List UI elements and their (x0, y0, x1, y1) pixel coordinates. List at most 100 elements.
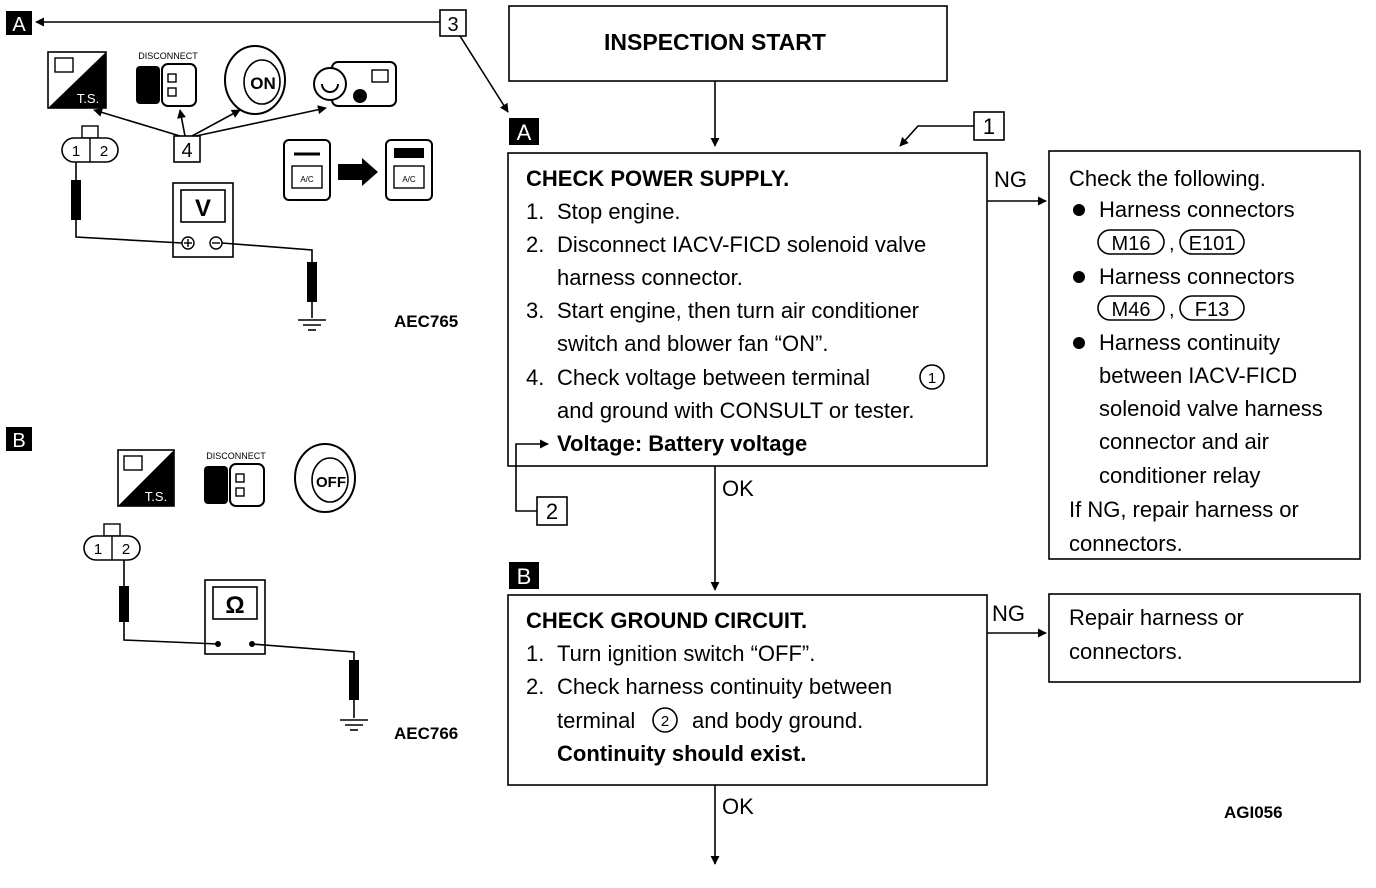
ignition-on-icon: ON (224, 45, 286, 115)
connector-separator: , (1169, 233, 1175, 255)
connector-badge-f13 (1179, 295, 1245, 321)
key-off-label: OFF (316, 474, 346, 491)
ng-b-line-2: connectors. (1069, 639, 1183, 664)
connector-m46-label: M46 (1112, 299, 1151, 321)
key-on-label: ON (250, 74, 276, 93)
ng-a-bullet-1-text: Harness connectors (1099, 197, 1295, 222)
step-a-item-3-num: 3. (526, 298, 544, 323)
callout-4: 4 (93, 105, 327, 163)
ohmmeter-icon: Ω (204, 579, 266, 655)
step-a-item-1-num: 1. (526, 199, 544, 224)
connector-a-pin-2: 2 (100, 143, 108, 160)
ng-b-box: Repair harness or connectors. (1048, 593, 1361, 683)
callout-3-label: 3 (447, 14, 458, 36)
harness-connector-b: 1 2 (83, 523, 141, 561)
step-b-item-2-line-2a: terminal (557, 708, 635, 733)
terminal-1-circle (919, 364, 945, 390)
ground-symbol-b (340, 719, 368, 731)
ng-a-footer-line-2: connectors. (1069, 531, 1183, 556)
ng-a-box: Check the following. Harness connectors … (1048, 150, 1361, 560)
ng-a-footer-line-1: If NG, repair harness or (1069, 497, 1299, 522)
step-b-box: CHECK GROUND CIRCUIT. 1. Turn ignition s… (507, 594, 988, 786)
connector-badge-e101 (1179, 229, 1245, 255)
connector-separator: , (1169, 299, 1175, 321)
diagram-b-tag: B (6, 427, 32, 452)
step-b-item-2-line-1: Check harness continuity between (557, 674, 892, 699)
step-b-title: CHECK GROUND CIRCUIT. (526, 608, 807, 633)
step-a-item-4-line-1: Check voltage between terminal (557, 365, 870, 390)
ac-transition-arrow-icon (338, 158, 378, 186)
connector-m16-label: M16 (1112, 233, 1151, 255)
ground-symbol-a (298, 319, 326, 331)
step-a-ok-label: OK (722, 476, 754, 501)
disconnect-icon-b: DISCONNECT (204, 451, 266, 507)
callout-4-leader-4 (195, 105, 327, 137)
step-a-spec: Voltage: Battery voltage (557, 431, 807, 456)
step-b-ng-label: NG (992, 601, 1025, 626)
connector-badge-m46 (1097, 295, 1165, 321)
step-a-item-2-num: 2. (526, 232, 544, 257)
step-b-spec: Continuity should exist. (557, 741, 806, 766)
callout-3: 3 (35, 9, 509, 113)
connector-badge-m16 (1097, 229, 1165, 255)
step-a-item-4-num: 4. (526, 365, 544, 390)
ng-a-bullet-3-line-2: between IACV-FICD (1099, 363, 1297, 388)
consult-tester-icon: T.S. (47, 51, 107, 109)
diagram-a-tag: A (6, 11, 32, 36)
callout-4-leader-3 (191, 109, 241, 137)
ac-switch-off-icon: A/C (283, 139, 331, 201)
ng-a-bullet-3-line-3: solenoid valve harness (1099, 396, 1323, 421)
callout-3-leader-right (459, 35, 509, 113)
ts-label-b: T.S. (145, 489, 167, 504)
ohmmeter-label: Ω (225, 592, 244, 619)
step-a-item-1-text: Stop engine. (557, 199, 681, 224)
callout-4-leader-2 (177, 109, 186, 137)
diagram-a-code: AEC765 (394, 312, 458, 331)
ng-a-bullet-1-dot (1073, 204, 1085, 216)
step-a-item-3-line-2: switch and blower fan “ON”. (557, 331, 828, 356)
ng-a-bullet-3-line-1: Harness continuity (1099, 330, 1280, 355)
probe-wiring-a (71, 162, 317, 318)
step-b-item-2-line-2b: and body ground. (692, 708, 863, 733)
callout-2-label: 2 (546, 499, 558, 524)
ng-a-bullet-2-dot (1073, 271, 1085, 283)
diagram-a-tag-label: A (12, 14, 26, 36)
callout-2: 2 (515, 439, 568, 526)
ng-a-bullet-3-dot (1073, 337, 1085, 349)
disconnect-label-a: DISCONNECT (138, 51, 198, 61)
step-a-box: CHECK POWER SUPPLY. 1. Stop engine. 2. D… (507, 152, 988, 467)
ng-a-bullet-3-line-5: conditioner relay (1099, 463, 1260, 488)
step-b-ok-label: OK (722, 794, 754, 819)
step-a-item-2-line-2: harness connector. (557, 265, 743, 290)
connector-a-pin-1: 1 (72, 143, 80, 160)
callout-1: 1 (899, 111, 1005, 147)
terminal-2-circle (652, 707, 678, 733)
engine-running-icon (313, 61, 397, 107)
disconnect-label-b: DISCONNECT (206, 451, 266, 461)
connector-b-pin-1: 1 (94, 541, 102, 558)
step-b-tag-label: B (517, 564, 532, 589)
step-b-item-2-num: 2. (526, 674, 544, 699)
ng-a-bullet-2-text: Harness connectors (1099, 264, 1295, 289)
connector-e101-label: E101 (1189, 233, 1236, 255)
step-a-ng-label: NG (994, 167, 1027, 192)
step-a-tag-label: A (517, 120, 532, 145)
step-b-tag: B (509, 562, 539, 589)
connector-b-pin-2: 2 (122, 541, 130, 558)
step-b-item-1-text: Turn ignition switch “OFF”. (557, 641, 815, 666)
ng-b-line-1: Repair harness or (1069, 605, 1244, 630)
inspection-start-box: INSPECTION START (508, 5, 948, 82)
voltmeter-icon: V (172, 182, 234, 258)
voltmeter-label: V (195, 195, 211, 222)
terminal-1-label: 1 (928, 370, 936, 387)
diagram-b-tag-label: B (12, 430, 25, 452)
ng-a-bullet-3-line-4: connector and air (1099, 429, 1269, 454)
step-a-item-3-line-1: Start engine, then turn air conditioner (557, 298, 919, 323)
callout-4-leader-1 (93, 108, 181, 137)
step-a-item-2-line-1: Disconnect IACV-FICD solenoid valve (557, 232, 926, 257)
callout-4-label: 4 (181, 140, 192, 162)
ac-on-label: A/C (402, 175, 416, 184)
ts-label-a: T.S. (77, 91, 99, 106)
ignition-off-icon: OFF (294, 443, 356, 513)
ac-off-label: A/C (300, 175, 314, 184)
